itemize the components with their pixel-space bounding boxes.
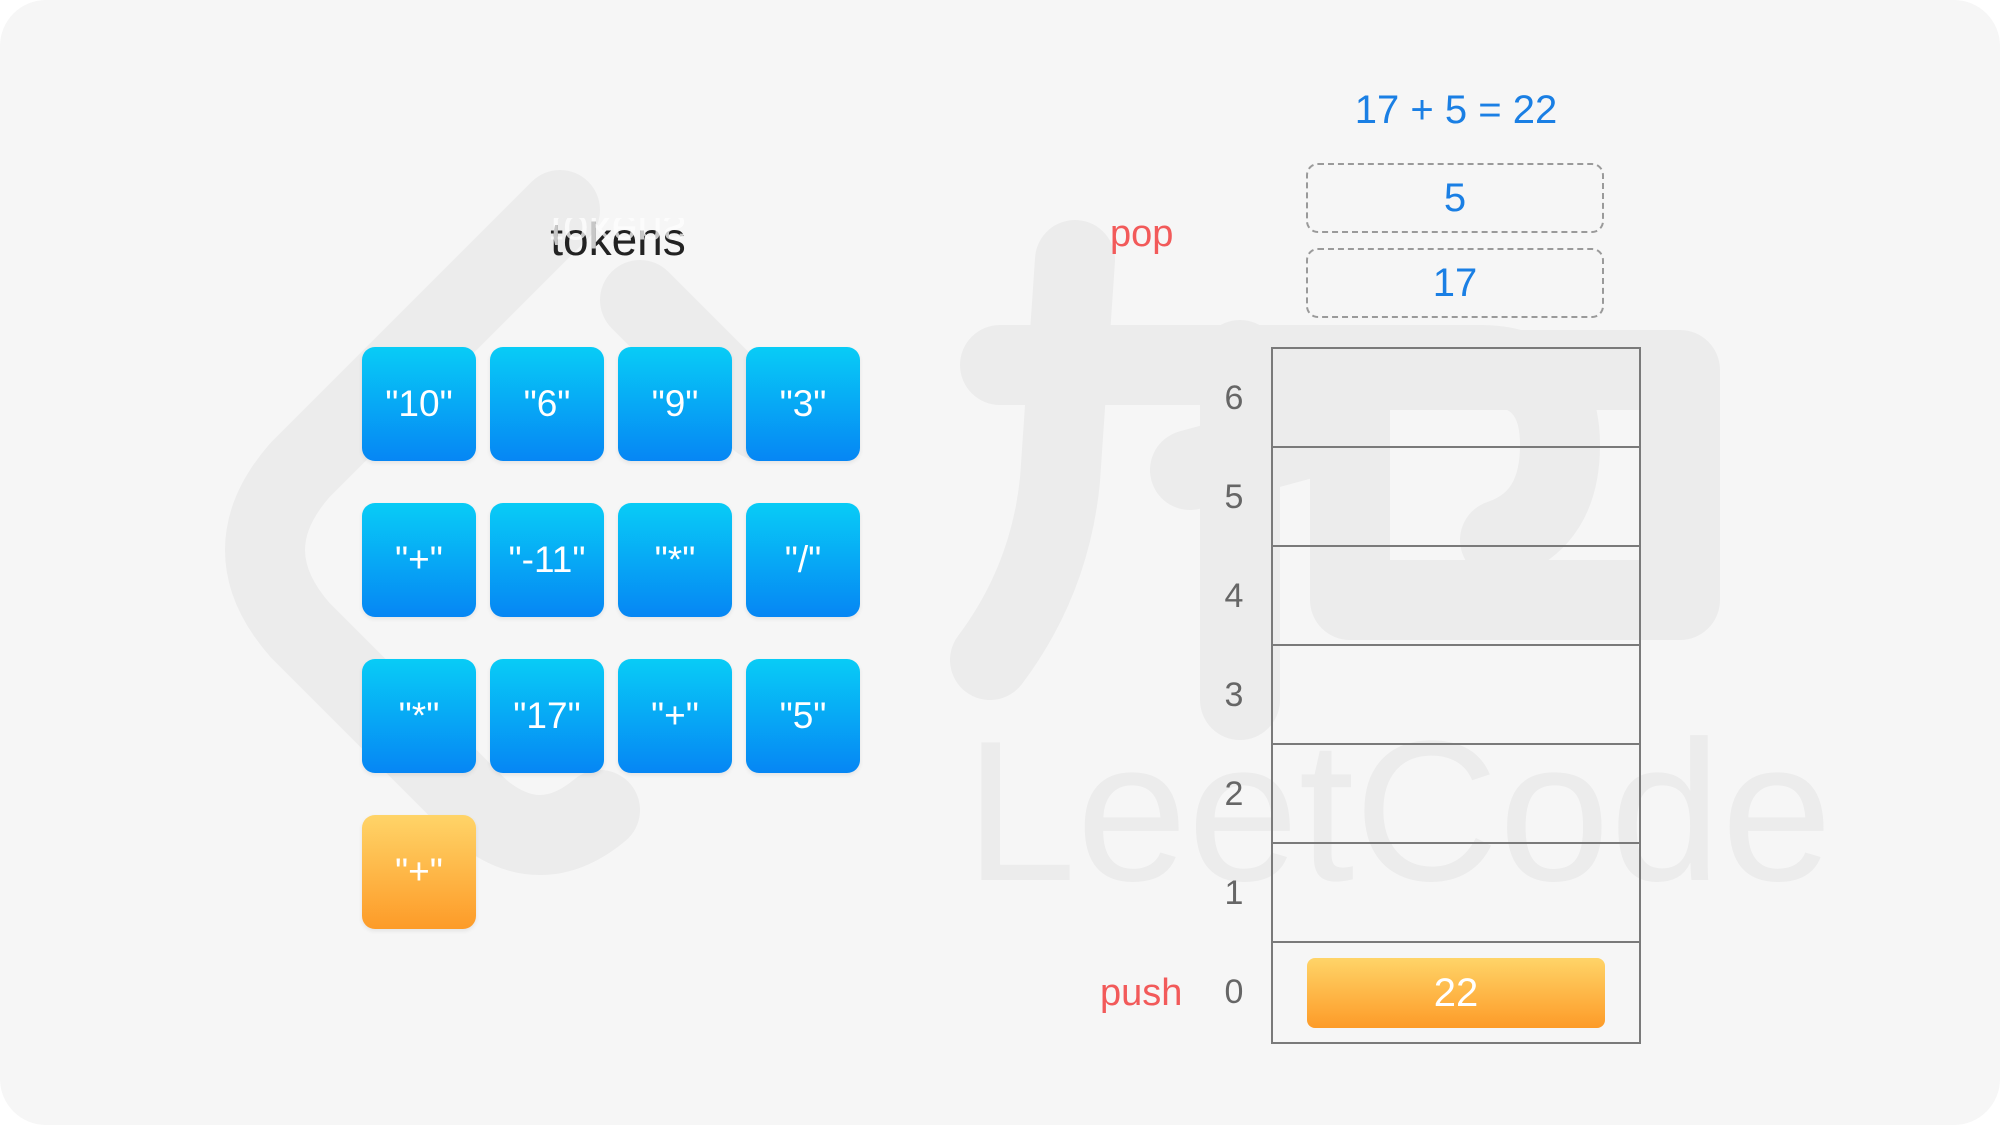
tokens-title-reflection: tokens <box>550 218 686 257</box>
stack-slot <box>1273 844 1639 943</box>
token-tile: "*" <box>362 659 476 773</box>
stack-index-label: 2 <box>1224 775 1244 813</box>
token-tile: "*" <box>618 503 732 617</box>
pop-label: pop <box>1110 213 1174 255</box>
stack-slot <box>1273 745 1639 844</box>
token-tile: "-11" <box>490 503 604 617</box>
token-tile: "/" <box>746 503 860 617</box>
stack-slot <box>1273 646 1639 745</box>
token-tile: "10" <box>362 347 476 461</box>
stack-index-label: 3 <box>1224 676 1244 714</box>
popped-operand-bottom: 17 <box>1306 248 1604 318</box>
token-tile: "6" <box>490 347 604 461</box>
popped-operand-top: 5 <box>1306 163 1604 233</box>
equation-text: 17 + 5 = 22 <box>1354 88 1558 132</box>
stack-slot <box>1273 349 1639 448</box>
stack-slot <box>1273 448 1639 547</box>
stack-index-label: 0 <box>1224 973 1244 1011</box>
tokens-title: tokens <box>550 213 686 265</box>
token-tile: "+" <box>618 659 732 773</box>
stack-index-label: 5 <box>1224 478 1244 516</box>
token-tile: "+" <box>362 503 476 617</box>
stack-index-label: 1 <box>1224 874 1244 912</box>
stack-slot <box>1273 547 1639 646</box>
stack-top-value: 22 <box>1307 958 1605 1028</box>
stack-index-label: 4 <box>1224 577 1244 615</box>
token-current: "+" <box>362 815 476 929</box>
stack-container <box>1271 347 1641 1044</box>
token-tile: "5" <box>746 659 860 773</box>
stack-index-label: 6 <box>1224 379 1244 417</box>
token-tile: "3" <box>746 347 860 461</box>
token-tile: "9" <box>618 347 732 461</box>
token-tile: "17" <box>490 659 604 773</box>
push-label: push <box>1100 972 1183 1014</box>
